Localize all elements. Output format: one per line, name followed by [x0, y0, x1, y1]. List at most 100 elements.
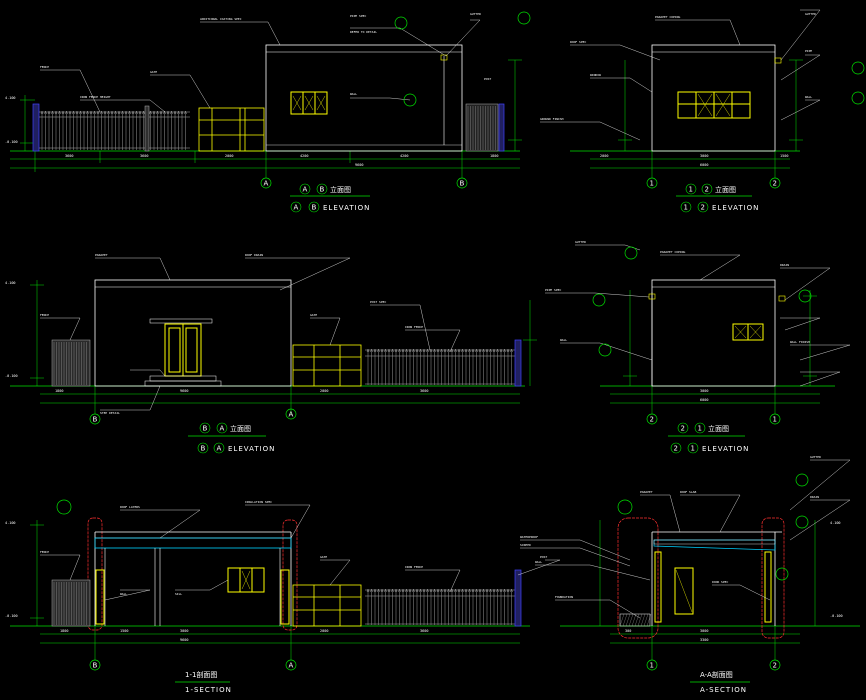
- svg-text:4.100: 4.100: [5, 521, 16, 525]
- view-title: 1 2 立面图 1 2 ELEVATION: [676, 183, 759, 213]
- fence-spear: [457, 588, 461, 593]
- svg-text:3600: 3600: [140, 154, 148, 158]
- fence-spear: [503, 588, 506, 593]
- svg-text:POST: POST: [484, 77, 491, 81]
- fence-spear: [492, 348, 496, 353]
- svg-text:-0.100: -0.100: [5, 374, 18, 378]
- svg-text:ROOF DRAIN: ROOF DRAIN: [245, 253, 263, 257]
- svg-text:WALL: WALL: [805, 95, 812, 99]
- fence-spear: [51, 110, 54, 115]
- title-axis-from: B: [203, 425, 208, 433]
- fence-spear: [510, 588, 513, 593]
- fence-spear: [443, 348, 447, 353]
- fence-spear: [457, 348, 461, 353]
- title-en: ELEVATION: [712, 204, 759, 212]
- title-axis-from-en: 2: [674, 445, 678, 453]
- svg-text:1500: 1500: [780, 154, 788, 158]
- svg-text:1800: 1800: [490, 154, 498, 158]
- fence-spear: [510, 348, 513, 353]
- svg-text:WALL: WALL: [120, 592, 127, 596]
- view-title: A B 立面图 A B ELEVATION: [290, 183, 370, 213]
- fence-spear: [370, 588, 373, 593]
- fence-spear: [461, 588, 464, 593]
- fence-spear: [485, 348, 489, 353]
- view-title: 2 1 立面图 2 1 ELEVATION: [668, 422, 748, 454]
- fence-spear: [72, 110, 75, 115]
- fence-spear: [447, 588, 450, 593]
- title-axis-to-en: B: [312, 204, 317, 212]
- fence-spear: [405, 348, 408, 353]
- fence-spear: [426, 588, 429, 593]
- hatch-line: [631, 613, 637, 627]
- svg-text:WALL FINISH: WALL FINISH: [790, 340, 810, 344]
- svg-text:6000: 6000: [700, 163, 708, 167]
- svg-text:ROOF LAYERS: ROOF LAYERS: [120, 505, 140, 509]
- fence-spear: [142, 110, 145, 115]
- svg-text:WALL: WALL: [560, 338, 567, 342]
- title-axis-from-en: A: [294, 204, 299, 212]
- svg-text:4.100: 4.100: [5, 281, 16, 285]
- svg-text:POST SPEC: POST SPEC: [370, 300, 386, 304]
- fence-spear: [464, 588, 468, 593]
- fence-spear: [180, 110, 184, 115]
- fence-spear: [496, 588, 499, 593]
- svg-text:WINDOW: WINDOW: [590, 73, 601, 77]
- title-axis-from: 1: [689, 186, 693, 194]
- title-axis-from: 2: [681, 425, 685, 433]
- fence-spear: [408, 348, 412, 353]
- fence-spear: [408, 588, 412, 593]
- view-a-b-elevation: ADDITIONAL COATING SPEC PIPE SPEC REFER …: [5, 11, 531, 213]
- fence-spear: [464, 348, 468, 353]
- fence-spear: [503, 348, 506, 353]
- svg-text:PARAPET: PARAPET: [95, 253, 108, 257]
- fence-spear: [415, 588, 419, 593]
- fence-spear: [96, 110, 100, 115]
- fence-spear: [170, 110, 173, 115]
- fence-spear: [152, 110, 156, 115]
- axis-bubble: A: [289, 411, 294, 419]
- fence-spear: [54, 110, 58, 115]
- view-title: A-A剖面图 A-SECTION: [690, 670, 750, 694]
- fence-spear: [415, 348, 419, 353]
- svg-text:GUTTER: GUTTER: [805, 12, 816, 16]
- fence-spear: [433, 348, 436, 353]
- fence-spear: [75, 110, 79, 115]
- fence-spear: [184, 110, 187, 115]
- fence-spear: [117, 110, 121, 115]
- svg-text:DOOR SPEC: DOOR SPEC: [712, 580, 728, 584]
- view-a-a-section: PARAPET ROOF SLAB WATERPROOF SCREED WALL…: [520, 455, 860, 694]
- fence-spear: [489, 588, 492, 593]
- fence-spear: [44, 110, 47, 115]
- axis-bubble: B: [460, 180, 465, 188]
- svg-text:4.100: 4.100: [830, 521, 841, 525]
- svg-text:GATE: GATE: [150, 70, 157, 74]
- hatch-line: [634, 613, 640, 627]
- title-axis-to: B: [320, 186, 325, 194]
- fence-spear: [47, 110, 51, 115]
- svg-text:WATERPROOF: WATERPROOF: [520, 535, 538, 539]
- fence-spear: [380, 348, 384, 353]
- svg-text:GATE: GATE: [320, 555, 327, 559]
- svg-text:ROOF SLAB: ROOF SLAB: [680, 490, 696, 494]
- fence-spear: [377, 348, 380, 353]
- title-axis-from-en: 1: [684, 204, 688, 212]
- svg-text:4.100: 4.100: [5, 96, 16, 100]
- fence-spear: [429, 348, 433, 353]
- fence-spear: [447, 348, 450, 353]
- fence-spear: [156, 110, 159, 115]
- title-axis-to: 1: [698, 425, 702, 433]
- svg-text:-0.100: -0.100: [830, 614, 843, 618]
- fence-spear: [398, 588, 401, 593]
- fence-spear: [138, 110, 142, 115]
- svg-text:2000: 2000: [600, 154, 608, 158]
- fence-spear: [394, 588, 398, 593]
- fence-spear: [454, 348, 457, 353]
- svg-text:REFER TO DETAIL: REFER TO DETAIL: [350, 30, 377, 34]
- fence-spear: [398, 348, 401, 353]
- svg-text:9600: 9600: [180, 638, 188, 642]
- fence-spear: [384, 588, 387, 593]
- fence-spear: [387, 348, 391, 353]
- fence-spear: [377, 588, 380, 593]
- fence-spear: [506, 588, 510, 593]
